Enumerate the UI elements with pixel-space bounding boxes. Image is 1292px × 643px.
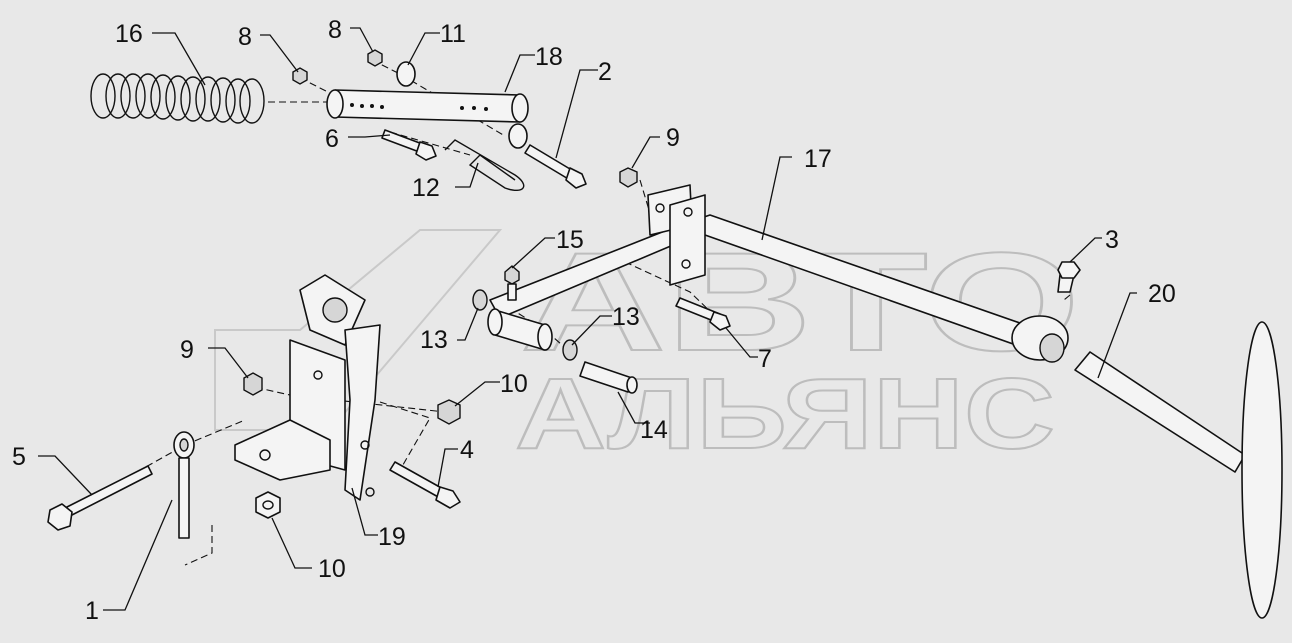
spring-pin-12 [444,139,525,192]
callout-13-right: 13 [612,303,640,331]
nut-10-bottom [255,491,281,519]
callout-17: 17 [804,145,832,173]
ring-13-right [562,339,578,361]
callout-11: 11 [440,20,466,48]
callout-1: 1 [85,597,99,625]
pedal-lever-17 [489,184,1069,363]
washer-11-top [396,61,416,87]
spring-16 [90,73,265,124]
callout-5: 5 [12,443,26,471]
callout-6: 6 [325,125,339,153]
bolt-3 [1057,261,1081,293]
callout-2: 2 [598,58,612,86]
callout-12: 12 [412,174,440,202]
grease-fitting-15 [504,265,520,301]
bushing-13 [487,308,553,351]
callout-leaders [38,27,1137,611]
nut-8-left [292,67,308,85]
callout-16: 16 [115,20,143,48]
callout-15: 15 [556,226,584,254]
callout-19: 19 [378,523,406,551]
callout-10-bottom: 10 [318,555,346,583]
bolt-5 [47,465,153,531]
bolt-2 [524,144,587,189]
callout-18: 18 [535,43,563,71]
callout-10-right: 10 [500,370,528,398]
callout-8-left: 8 [238,23,252,51]
nut-9-left [243,372,263,396]
callout-14: 14 [640,416,668,444]
callout-20: 20 [1148,280,1176,308]
shaft-18 [326,89,529,123]
callout-13-left: 13 [420,326,448,354]
nut-9-top [619,167,638,188]
pin-14 [579,361,638,394]
callout-9-left: 9 [180,336,194,364]
callout-8-right: 8 [328,16,342,44]
callout-7: 7 [758,345,772,373]
ring-13-left [472,289,488,311]
callout-labels: 16 8 8 11 18 2 6 12 9 17 15 3 20 13 13 9… [12,16,1176,625]
bolt-6 [381,129,437,161]
callout-3: 3 [1105,226,1119,254]
bolt-7 [675,297,731,331]
eye-bolt-1 [173,431,195,539]
bracket-19 [234,274,381,501]
washer-11-bottom [508,123,528,149]
watermark-logo [214,229,503,431]
nut-8-right [367,49,383,67]
callout-9-top: 9 [666,124,680,152]
bolt-4 [389,461,461,509]
callout-4: 4 [460,436,474,464]
pedal-pad-20 [1074,321,1283,619]
nut-10-right [437,399,461,425]
